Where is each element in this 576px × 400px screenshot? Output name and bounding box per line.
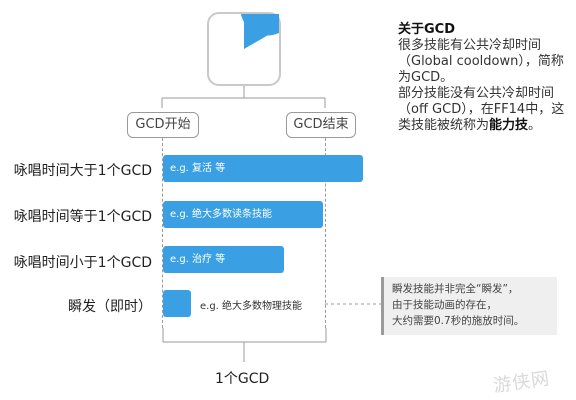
bar-instant (163, 290, 191, 317)
row-label-cast-shorter: 咏唱时间小于1个GCD (13, 255, 152, 271)
bar-example-cast-equal: e.g. 绝大多数读条技能 (170, 209, 273, 220)
top-connector (161, 86, 326, 108)
row-label-cast-equal: 咏唱时间等于1个GCD (13, 209, 152, 225)
about-gcd-line1: 很多技能有公共冷却时间 (398, 38, 542, 53)
gcd-bracket (162, 328, 327, 362)
pie-chart-icon (207, 0, 295, 86)
about-gcd-line3: 部分技能没有公共冷却时间（off GCD），在FF14中，这类技能被统称为能力技… (398, 86, 565, 133)
bar-cast-longer (163, 155, 363, 182)
gcd-start-guide (162, 138, 163, 328)
watermark-logo: 游侠网 (492, 368, 552, 397)
about-gcd-note: 关于GCD 很多技能有公共冷却时间 （Global cooldown），简称为G… (398, 22, 570, 134)
instant-note-line2: 由于技能动画的存在， (392, 299, 497, 311)
bar-cast-equal (163, 201, 323, 228)
instant-note-line1: 瞬发技能并非完全“瞬发”， (392, 283, 519, 295)
bar-example-cast-shorter: e.g. 治疗 等 (170, 254, 226, 265)
about-gcd-title: 关于GCD (398, 22, 456, 37)
row-label-cast-longer: 咏唱时间大于1个GCD (13, 163, 152, 179)
row-label-instant: 瞬发（即时） (68, 299, 152, 315)
gcd-duration-label: 1个GCD (215, 371, 270, 387)
instant-cast-note: 瞬发技能并非完全“瞬发”， 由于技能动画的存在， 大约需要0.7秒的施放时间。 (381, 277, 557, 335)
about-gcd-line2: （Global cooldown），简称为GCD。 (398, 54, 564, 85)
bar-example-instant: e.g. 绝大多数物理技能 (200, 301, 303, 312)
gcd-start-tag: GCD开始 (127, 112, 199, 138)
ability-term: 能力技 (489, 118, 529, 133)
instant-note-connector (325, 303, 381, 305)
bar-example-cast-longer: e.g. 复活 等 (170, 163, 226, 174)
bar-cast-shorter (163, 246, 284, 273)
gcd-end-guide (325, 138, 326, 328)
pie-icon-graphic (240, 0, 295, 49)
gcd-end-tag: GCD结束 (286, 112, 356, 138)
instant-note-line3: 大约需要0.7秒的施放时间。 (392, 315, 525, 327)
